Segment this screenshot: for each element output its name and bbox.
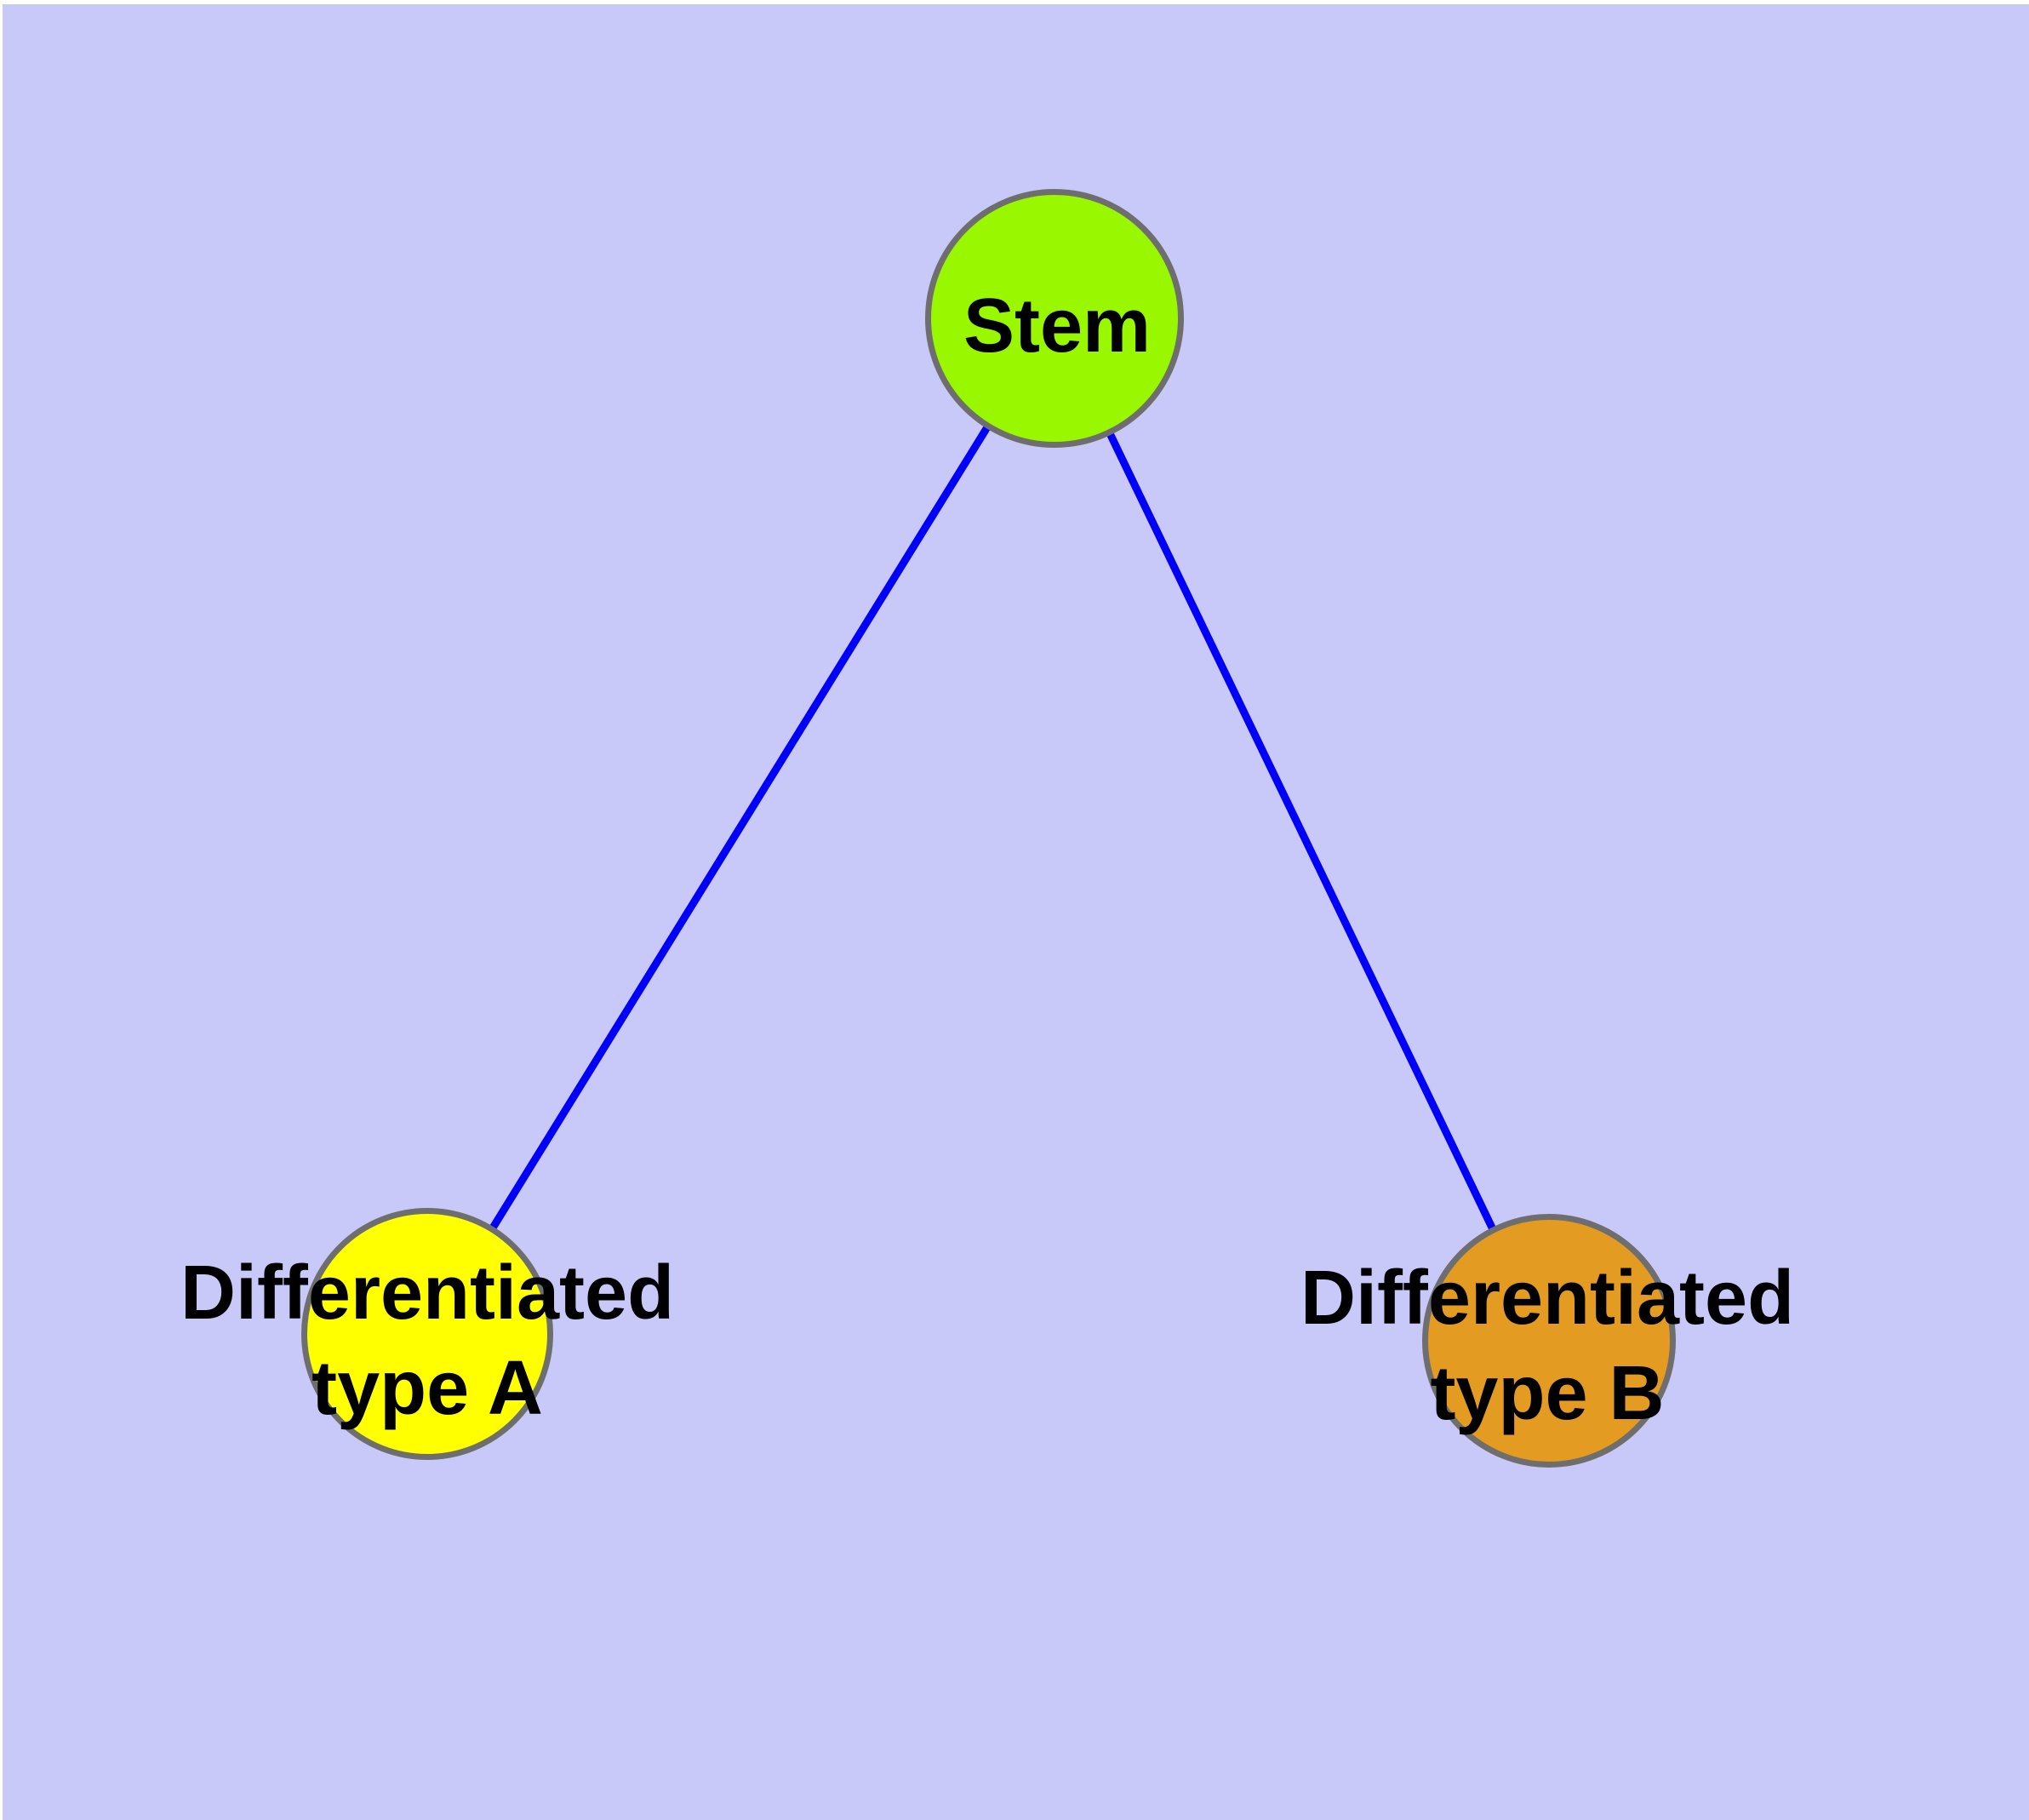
node-differentiated-type-b[interactable] xyxy=(1422,1214,1676,1468)
edge-stem-to-type-b xyxy=(1050,317,1551,1342)
node-stem[interactable] xyxy=(925,189,1184,448)
node-differentiated-type-b-label: Differentiated type B xyxy=(1300,1256,1795,1436)
edge-stem-to-type-a xyxy=(424,316,1058,1336)
node-differentiated-type-a[interactable] xyxy=(301,1208,553,1460)
node-stem-label: Stem xyxy=(963,283,1152,369)
graph-canvas: Stem Differentiated type A Differentiate… xyxy=(3,4,2029,1820)
node-differentiated-type-a-label: Differentiated type A xyxy=(180,1251,675,1431)
edges-layer xyxy=(424,316,1551,1342)
